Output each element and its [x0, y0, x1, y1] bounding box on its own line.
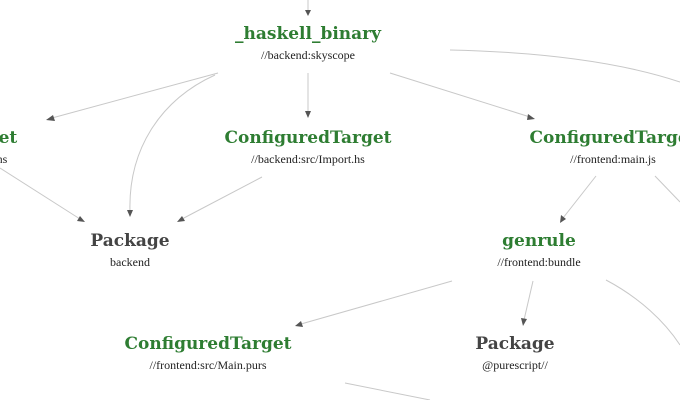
- node-kind: Package: [90, 231, 170, 251]
- node-kind: get: [0, 128, 18, 148]
- node-kind: Package: [475, 334, 555, 354]
- edge-haskell-binary-to-package-backend: [129, 74, 216, 213]
- node-package-backend[interactable]: Package backend: [90, 231, 169, 270]
- node-label: //frontend:bundle: [497, 255, 581, 269]
- node-kind: _haskell_binary: [234, 24, 382, 44]
- edge-arrowhead: [305, 111, 311, 118]
- edge-genrule-to-main-purs: [300, 280, 453, 325]
- edge-arrowhead: [560, 215, 566, 223]
- node-kind: genrule: [502, 231, 576, 251]
- node-label: hs: [0, 152, 8, 166]
- node-configured-target-import[interactable]: ConfiguredTarget //backend:src/Import.hs: [224, 128, 391, 167]
- edge-arrowhead: [77, 216, 85, 222]
- node-haskell-binary[interactable]: _haskell_binary //backend:skyscope: [235, 24, 381, 63]
- edge-main-js-to-offscreen: [654, 175, 680, 203]
- node-label: //backend:src/Import.hs: [251, 152, 365, 166]
- edge-arrowhead: [527, 114, 535, 120]
- edge-haskell-binary-to-left-target: [51, 72, 219, 119]
- node-label: backend: [110, 255, 150, 269]
- edge-arrowhead: [177, 216, 185, 222]
- node-package-purescript[interactable]: Package @purescript//: [475, 334, 554, 373]
- edge-main-purs-to-offscreen: [344, 382, 431, 400]
- node-kind: ConfiguredTarget: [124, 334, 292, 354]
- edge-arrowhead: [46, 115, 55, 121]
- node-genrule-bundle[interactable]: genrule //frontend:bundle: [497, 231, 580, 270]
- node-label: //frontend:main.js: [570, 152, 656, 166]
- edge-haskell-binary-to-offscreen: [449, 49, 680, 83]
- edge-arrowhead: [127, 210, 133, 217]
- edge-arrowhead: [295, 321, 303, 327]
- node-label: //frontend:src/Main.purs: [149, 358, 267, 372]
- edge-arrowhead: [305, 10, 311, 16]
- node-left-partial-target[interactable]: get hs: [0, 128, 17, 167]
- edge-main-js-to-genrule: [562, 175, 597, 219]
- node-label: @purescript//: [482, 358, 548, 372]
- edge-arrowhead: [521, 318, 527, 326]
- node-label: //backend:skyscope: [261, 48, 355, 62]
- edge-haskell-binary-to-main-js: [389, 72, 531, 118]
- edge-genrule-to-offscreen: [605, 279, 680, 346]
- edge-left-target-to-package-backend: [0, 167, 81, 220]
- node-kind: ConfiguredTarget: [224, 128, 392, 148]
- node-configured-target-main-purs[interactable]: ConfiguredTarget //frontend:src/Main.pur…: [124, 334, 291, 373]
- edge-genrule-to-package-purescript: [523, 280, 534, 321]
- edge-import-to-package-backend: [181, 176, 263, 220]
- node-kind: ConfiguredTarget: [529, 128, 680, 148]
- node-configured-target-main-js[interactable]: ConfiguredTarget //frontend:main.js: [529, 128, 680, 167]
